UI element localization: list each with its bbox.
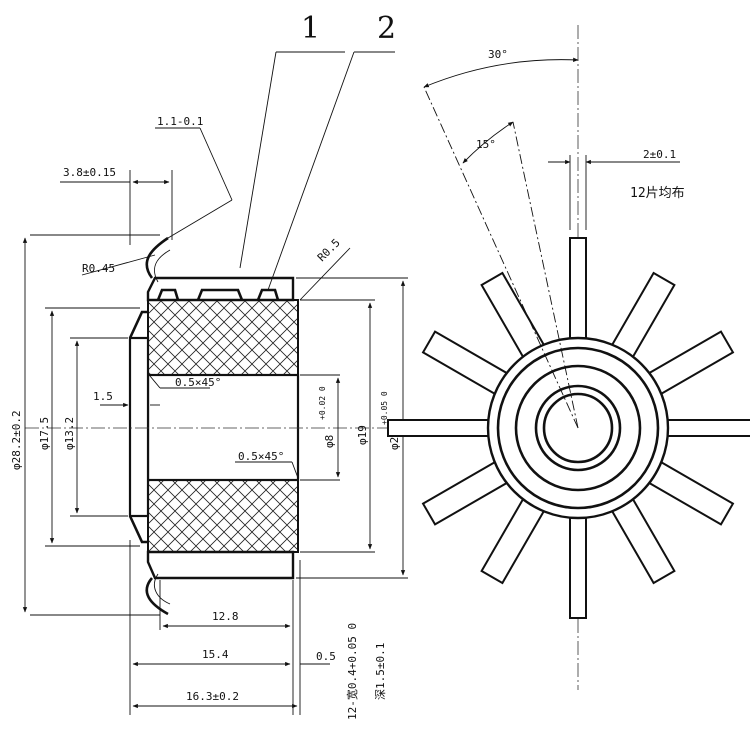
angle-15-label: 15° bbox=[476, 138, 496, 151]
segments-note: 12片均布 bbox=[630, 186, 685, 201]
hook-width-dim: 3.8±0.15 bbox=[63, 166, 116, 179]
length-16-3-dim: 16.3±0.2 bbox=[186, 690, 239, 703]
commutator-tab bbox=[659, 419, 750, 437]
slot-width-note: 12-宽0.4+0.05 0 bbox=[345, 623, 359, 720]
bore-diameter-dim: φ8 bbox=[323, 435, 336, 448]
bore-inner bbox=[542, 392, 614, 464]
copper-segments bbox=[145, 236, 295, 616]
part-label-1: 1 bbox=[301, 11, 320, 46]
hub-ring bbox=[514, 364, 642, 492]
extension-lines bbox=[30, 170, 408, 715]
length-12-8-dim: 12.8 bbox=[212, 610, 239, 623]
leader-lines bbox=[81, 51, 395, 479]
chamfer-top-dim: 0.5×45° bbox=[175, 376, 221, 389]
commutator-tab bbox=[387, 419, 497, 437]
tab-width-dim: 2±0.1 bbox=[643, 148, 676, 161]
tab-thickness-dim: 1.1-0.1 bbox=[157, 115, 203, 128]
dimension-lines bbox=[22, 179, 406, 709]
hub-inner-diameter-dim: φ13.2 bbox=[63, 417, 76, 450]
bore-tolerance: +0.02 0 bbox=[318, 386, 327, 420]
outer-diameter-dim: φ28.2±0.2 bbox=[10, 410, 23, 470]
angle-lines bbox=[423, 57, 579, 429]
end-view: 30° 15° 2±0.1 12片均布 bbox=[387, 25, 750, 690]
part-label-2: 2 bbox=[377, 11, 396, 46]
bore-outer bbox=[534, 384, 622, 472]
length-15-4-dim: 15.4 bbox=[202, 648, 229, 661]
chamfer-bottom-dim: 0.5×45° bbox=[238, 450, 284, 463]
side-section-view: 1 2 1.1-0.1 3.8±0.15 R0.45 R0.5 0.5×45° … bbox=[10, 11, 430, 720]
gap-dim: 0.5 bbox=[316, 650, 336, 663]
insulator-body bbox=[128, 299, 300, 553]
segment-ring bbox=[496, 346, 660, 510]
hub-outer-diameter-dim: φ17.5 bbox=[38, 417, 51, 450]
segment-diameter-tolerance: +0.05 0 bbox=[380, 391, 389, 425]
step-dim: 1.5 bbox=[93, 390, 113, 403]
angle-30-label: 30° bbox=[488, 48, 508, 61]
commutator-tab bbox=[569, 237, 587, 347]
commutator-tabs bbox=[387, 237, 750, 619]
body-diameter-dim: φ19 bbox=[356, 425, 369, 445]
tab-width-dimension bbox=[548, 155, 680, 230]
commutator-tab bbox=[569, 509, 587, 619]
slot-depth-note: 深1.5±0.1 bbox=[374, 643, 387, 700]
hook-radius-dim: R0.45 bbox=[82, 262, 115, 275]
